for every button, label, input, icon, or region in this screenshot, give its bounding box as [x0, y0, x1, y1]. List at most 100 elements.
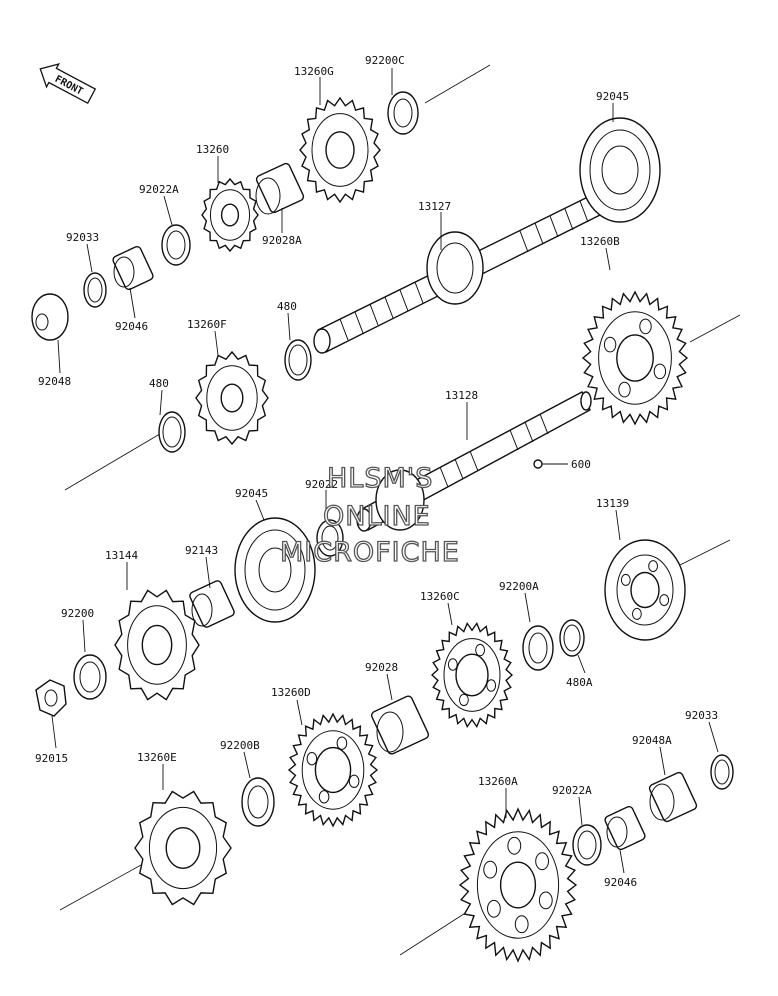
needle-bearing-92028A	[255, 162, 305, 215]
label-13260A: 13260A	[478, 775, 518, 788]
gear-13144-hub	[141, 624, 173, 666]
label-13260: 13260	[196, 143, 229, 156]
collar-92048	[31, 293, 69, 341]
label-13260G: 13260G	[294, 65, 334, 78]
front-direction-arrow: FRONT	[39, 62, 97, 105]
label-92028: 92028	[365, 661, 398, 674]
label-92200B: 92200B	[220, 739, 260, 752]
label-92048A: 92048A	[632, 734, 672, 747]
output-shaft-13128	[356, 391, 592, 532]
shift-drum-13139-hub	[630, 571, 660, 609]
gear-13260G	[299, 96, 381, 204]
label-92015: 92015	[35, 752, 68, 765]
washer-92200B	[241, 777, 275, 827]
axis-lines	[59, 64, 741, 956]
gear-13260A-window	[487, 899, 501, 918]
label-480A: 480A	[566, 676, 593, 689]
gear-13260B-window	[603, 336, 617, 353]
circlip-480-upper	[284, 339, 312, 381]
gear-13260D-hub	[314, 746, 352, 794]
gear-13260G-hub	[325, 131, 355, 169]
washer-92200A	[522, 625, 554, 671]
label-13260E: 13260E	[137, 751, 177, 764]
gear-13260C	[430, 621, 514, 729]
washer-92200C	[387, 91, 419, 135]
label-480-lower: 480	[149, 377, 169, 390]
needle-bearing-92028	[370, 695, 430, 755]
gear-13260D-window	[348, 774, 360, 788]
label-13260C: 13260C	[420, 590, 460, 603]
gear-13260E-rim	[148, 806, 218, 890]
gear-13260C-window	[447, 658, 458, 671]
gear-13260F-hub	[220, 383, 244, 413]
gear-13260B	[581, 290, 689, 426]
label-92200: 92200	[61, 607, 94, 620]
needle-bearing-92046-top	[112, 245, 154, 291]
label-92022A-bottom: 92022A	[552, 784, 592, 797]
gear-13260D-window	[306, 752, 318, 766]
input-shaft-13127	[313, 191, 609, 354]
shift-drum-13139-rim	[616, 554, 674, 626]
circlip-92033-top	[83, 272, 107, 308]
label-92045-mid: 92045	[235, 487, 268, 500]
label-92022A-top: 92022A	[139, 183, 179, 196]
gear-13260	[201, 177, 259, 253]
shift-drum-13139-window	[648, 560, 658, 573]
needle-bearing-92046-bottom	[604, 805, 646, 851]
label-92046-top: 92046	[115, 320, 148, 333]
gear-13260A-window	[507, 836, 522, 855]
gear-13260B-window	[653, 363, 667, 380]
gear-13260B-window	[618, 381, 631, 398]
label-92033-top: 92033	[66, 231, 99, 244]
shift-drum-13139-window	[620, 573, 631, 586]
leader-lines	[51, 68, 719, 874]
part-labels: 13260G 92200C 92045 13260 92022A 92028A …	[35, 54, 718, 889]
gear-13260A-window	[535, 852, 549, 871]
gear-13260-hub	[220, 203, 240, 227]
gear-13260B-window	[639, 318, 652, 335]
label-92200A: 92200A	[499, 580, 539, 593]
gears-group	[114, 96, 689, 963]
circlip-480A	[559, 619, 585, 657]
gear-13260A-window	[538, 891, 553, 910]
gear-13260A-rim	[476, 831, 560, 939]
label-600: 600	[571, 458, 591, 471]
label-92048: 92048	[38, 375, 71, 388]
label-92045-top: 92045	[596, 90, 629, 103]
shift-drum-13139-window	[632, 607, 642, 620]
washer-92200	[73, 654, 107, 700]
gear-13260A-window	[514, 915, 529, 934]
gear-13144-rim	[127, 605, 187, 685]
gear-13260C-window	[475, 643, 486, 657]
label-13260B: 13260B	[580, 235, 620, 248]
nut-92015	[35, 679, 67, 717]
label-13128: 13128	[445, 389, 478, 402]
watermark: HLSM'S ONLINE MICROFICHE	[279, 462, 460, 568]
ball-bearing-92045-top	[579, 117, 661, 223]
collar-92048A	[648, 771, 698, 823]
watermark-line-3: MICROFICHE	[280, 537, 460, 568]
label-13139: 13139	[596, 497, 629, 510]
ball-bearing-92045-mid	[234, 517, 316, 623]
label-92200C: 92200C	[365, 54, 405, 67]
gear-13260B-hub	[616, 334, 654, 382]
label-13260F: 13260F	[187, 318, 227, 331]
label-13127: 13127	[418, 200, 451, 213]
washer-92022A-bottom	[572, 824, 602, 866]
label-92046-bottom: 92046	[604, 876, 637, 889]
shift-drum-13139	[604, 539, 686, 641]
gear-13260D-window	[336, 736, 348, 750]
shift-drum-13139-window	[659, 594, 670, 607]
label-13144: 13144	[105, 549, 138, 562]
gear-13260C-window	[486, 679, 497, 692]
bushing-92143	[189, 580, 235, 628]
gear-13260F-rim	[206, 365, 258, 431]
watermark-line-2: ONLINE	[323, 501, 431, 532]
gear-13260D-window	[318, 790, 330, 804]
ball-600	[533, 459, 543, 469]
gear-13260C-hub	[455, 653, 489, 697]
circlip-92033-bottom	[710, 754, 734, 790]
gear-13260F	[195, 350, 269, 446]
bearings-and-rings	[31, 91, 734, 866]
